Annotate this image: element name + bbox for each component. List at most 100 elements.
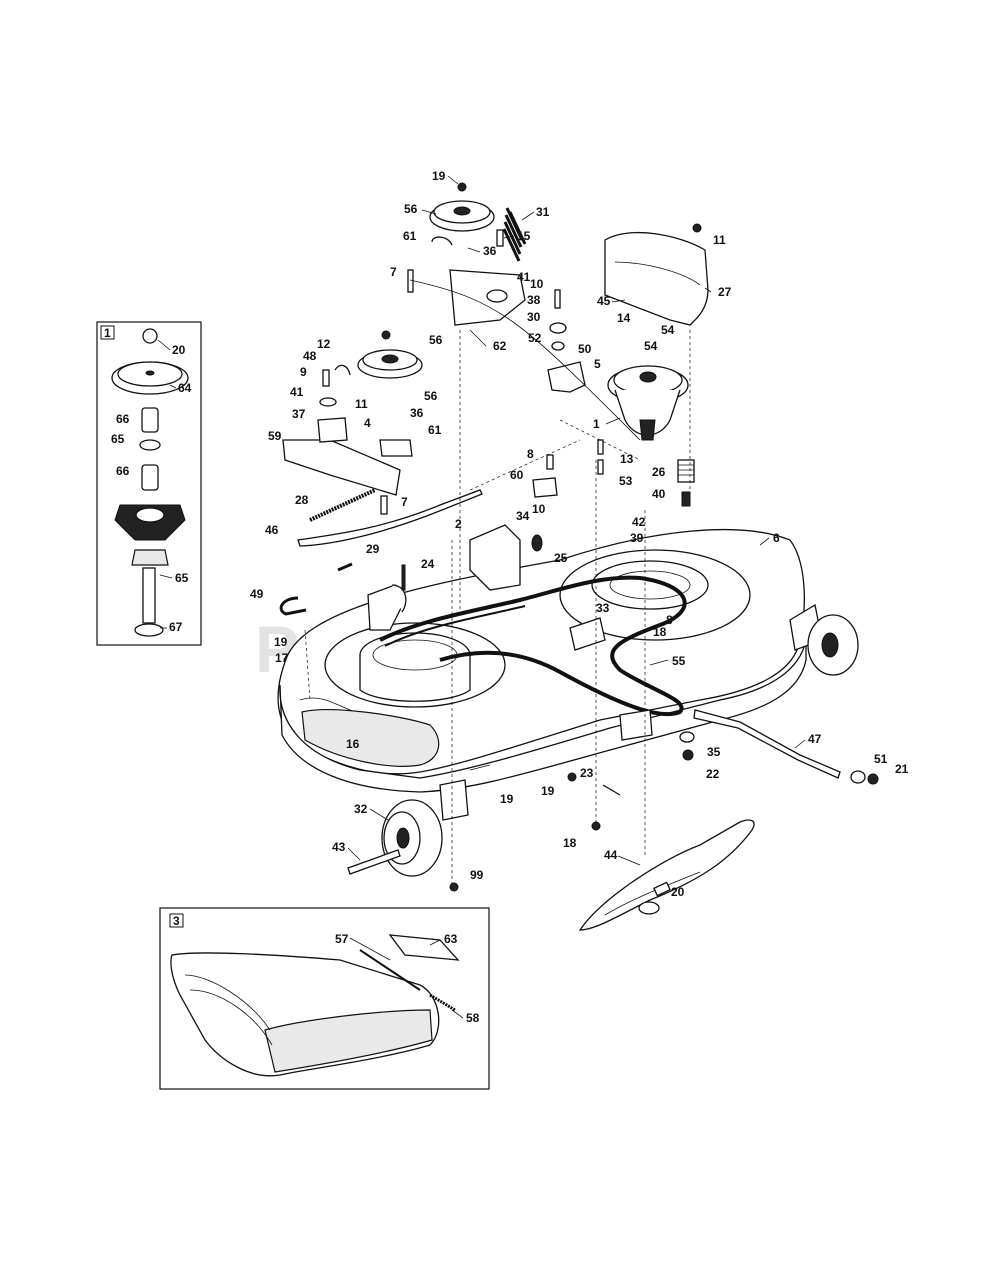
callout-14: 14 (617, 311, 631, 325)
callout-47: 47 (808, 732, 822, 746)
callout-61-b: 61 (428, 423, 442, 437)
arm-5 (547, 289, 586, 393)
inset-1-label: 1 (104, 326, 111, 340)
callout-48: 48 (303, 349, 317, 363)
callout-66-a: 66 (116, 412, 130, 426)
callout-59: 59 (268, 429, 282, 443)
blade-44 (578, 819, 755, 931)
callout-54-a: 54 (661, 323, 675, 337)
left-bracket-59 (282, 364, 413, 515)
callout-25: 25 (554, 551, 568, 565)
callout-2: 2 (455, 517, 462, 531)
bolt-7-top (407, 269, 414, 293)
callout-56-c: 56 (424, 389, 438, 403)
callout-40: 40 (652, 487, 666, 501)
callout-leaders (157, 175, 806, 1019)
callout-56-b: 56 (429, 333, 443, 347)
top-idler-pulley-56 (429, 182, 495, 232)
callout-50: 50 (578, 342, 592, 356)
callout-19-d: 19 (500, 792, 514, 806)
callout-15: 15 (517, 229, 531, 243)
inset-3-label: 3 (173, 914, 180, 928)
callout-52: 52 (528, 331, 542, 345)
callout-46: 46 (265, 523, 279, 537)
bracket-29-24 (337, 562, 407, 631)
callout-35: 35 (707, 745, 721, 759)
callout-10-a: 10 (530, 277, 544, 291)
bracket-2 (469, 524, 543, 591)
callout-58: 58 (466, 1011, 480, 1025)
callout-34: 34 (516, 509, 530, 523)
callout-30: 30 (527, 310, 541, 324)
inset-3-discharge-chute: 3 (159, 907, 490, 1090)
callout-26: 26 (652, 465, 666, 479)
callout-20-inset: 20 (172, 343, 186, 357)
callout-56-a: 56 (404, 202, 418, 216)
callout-38: 38 (527, 293, 541, 307)
callout-10-b: 10 (532, 502, 546, 516)
callout-24: 24 (421, 557, 435, 571)
washers-35-22 (679, 731, 695, 761)
callout-12: 12 (317, 337, 331, 351)
callout-16: 16 (346, 737, 360, 751)
callout-51: 51 (874, 752, 888, 766)
callout-64: 64 (178, 381, 192, 395)
belt-cover-27 (604, 223, 709, 326)
callout-11-b: 11 (355, 397, 368, 411)
callout-29: 29 (366, 542, 380, 556)
callout-32: 32 (354, 802, 368, 816)
callout-6: 6 (773, 531, 780, 545)
callout-42: 42 (632, 515, 646, 529)
spring-31 (502, 207, 527, 262)
callout-55: 55 (672, 654, 686, 668)
callout-63: 63 (444, 932, 458, 946)
leader-lines (304, 279, 691, 885)
callout-22: 22 (706, 767, 720, 781)
wheel-right (789, 603, 859, 676)
callout-19-c: 19 (541, 784, 555, 798)
inset-1-spindle-assembly: 1 (96, 321, 202, 646)
callout-65-a: 65 (111, 432, 125, 446)
callout-4: 4 (364, 416, 371, 430)
callout-33: 33 (596, 601, 610, 615)
callout-17: 17 (275, 651, 289, 665)
callout-9: 9 (300, 365, 307, 379)
callout-39: 39 (630, 531, 644, 545)
callout-37: 37 (292, 407, 306, 421)
stud-13-53 (597, 439, 604, 475)
callout-28: 28 (295, 493, 309, 507)
spindle-pulley-1 (607, 365, 689, 441)
callout-36-a: 36 (483, 244, 497, 258)
callout-labels: 19 56 31 61 36 15 7 41 10 38 30 62 52 50… (111, 169, 909, 1025)
callout-7-a: 7 (390, 265, 397, 279)
callout-13: 13 (620, 452, 634, 466)
callout-66-b: 66 (116, 464, 130, 478)
spring-26-40 (677, 459, 695, 507)
callout-5: 5 (594, 357, 601, 371)
deck-shell (277, 528, 807, 821)
callout-19-a: 19 (432, 169, 446, 183)
callout-11-a: 11 (713, 233, 726, 247)
callout-60: 60 (510, 468, 524, 482)
callout-65-b: 65 (175, 571, 189, 585)
callout-53: 53 (619, 474, 633, 488)
spring-28 (309, 488, 376, 522)
callout-44: 44 (604, 848, 618, 862)
callout-27: 27 (718, 285, 732, 299)
callout-43: 43 (332, 840, 346, 854)
callout-8-b: 8 (666, 613, 673, 627)
bracket-62 (431, 229, 526, 326)
callout-21: 21 (895, 762, 909, 776)
callout-61-a: 61 (403, 229, 417, 243)
callout-45: 45 (597, 294, 611, 308)
callout-18-a: 18 (653, 625, 667, 639)
bracket-60 (532, 454, 558, 498)
wheel-left-32 (347, 799, 459, 892)
callout-49: 49 (250, 587, 264, 601)
rod-46 (297, 489, 483, 547)
callout-41-b: 41 (290, 385, 304, 399)
rod-47 (693, 709, 879, 785)
callout-57: 57 (335, 932, 349, 946)
callout-36-b: 36 (410, 406, 424, 420)
